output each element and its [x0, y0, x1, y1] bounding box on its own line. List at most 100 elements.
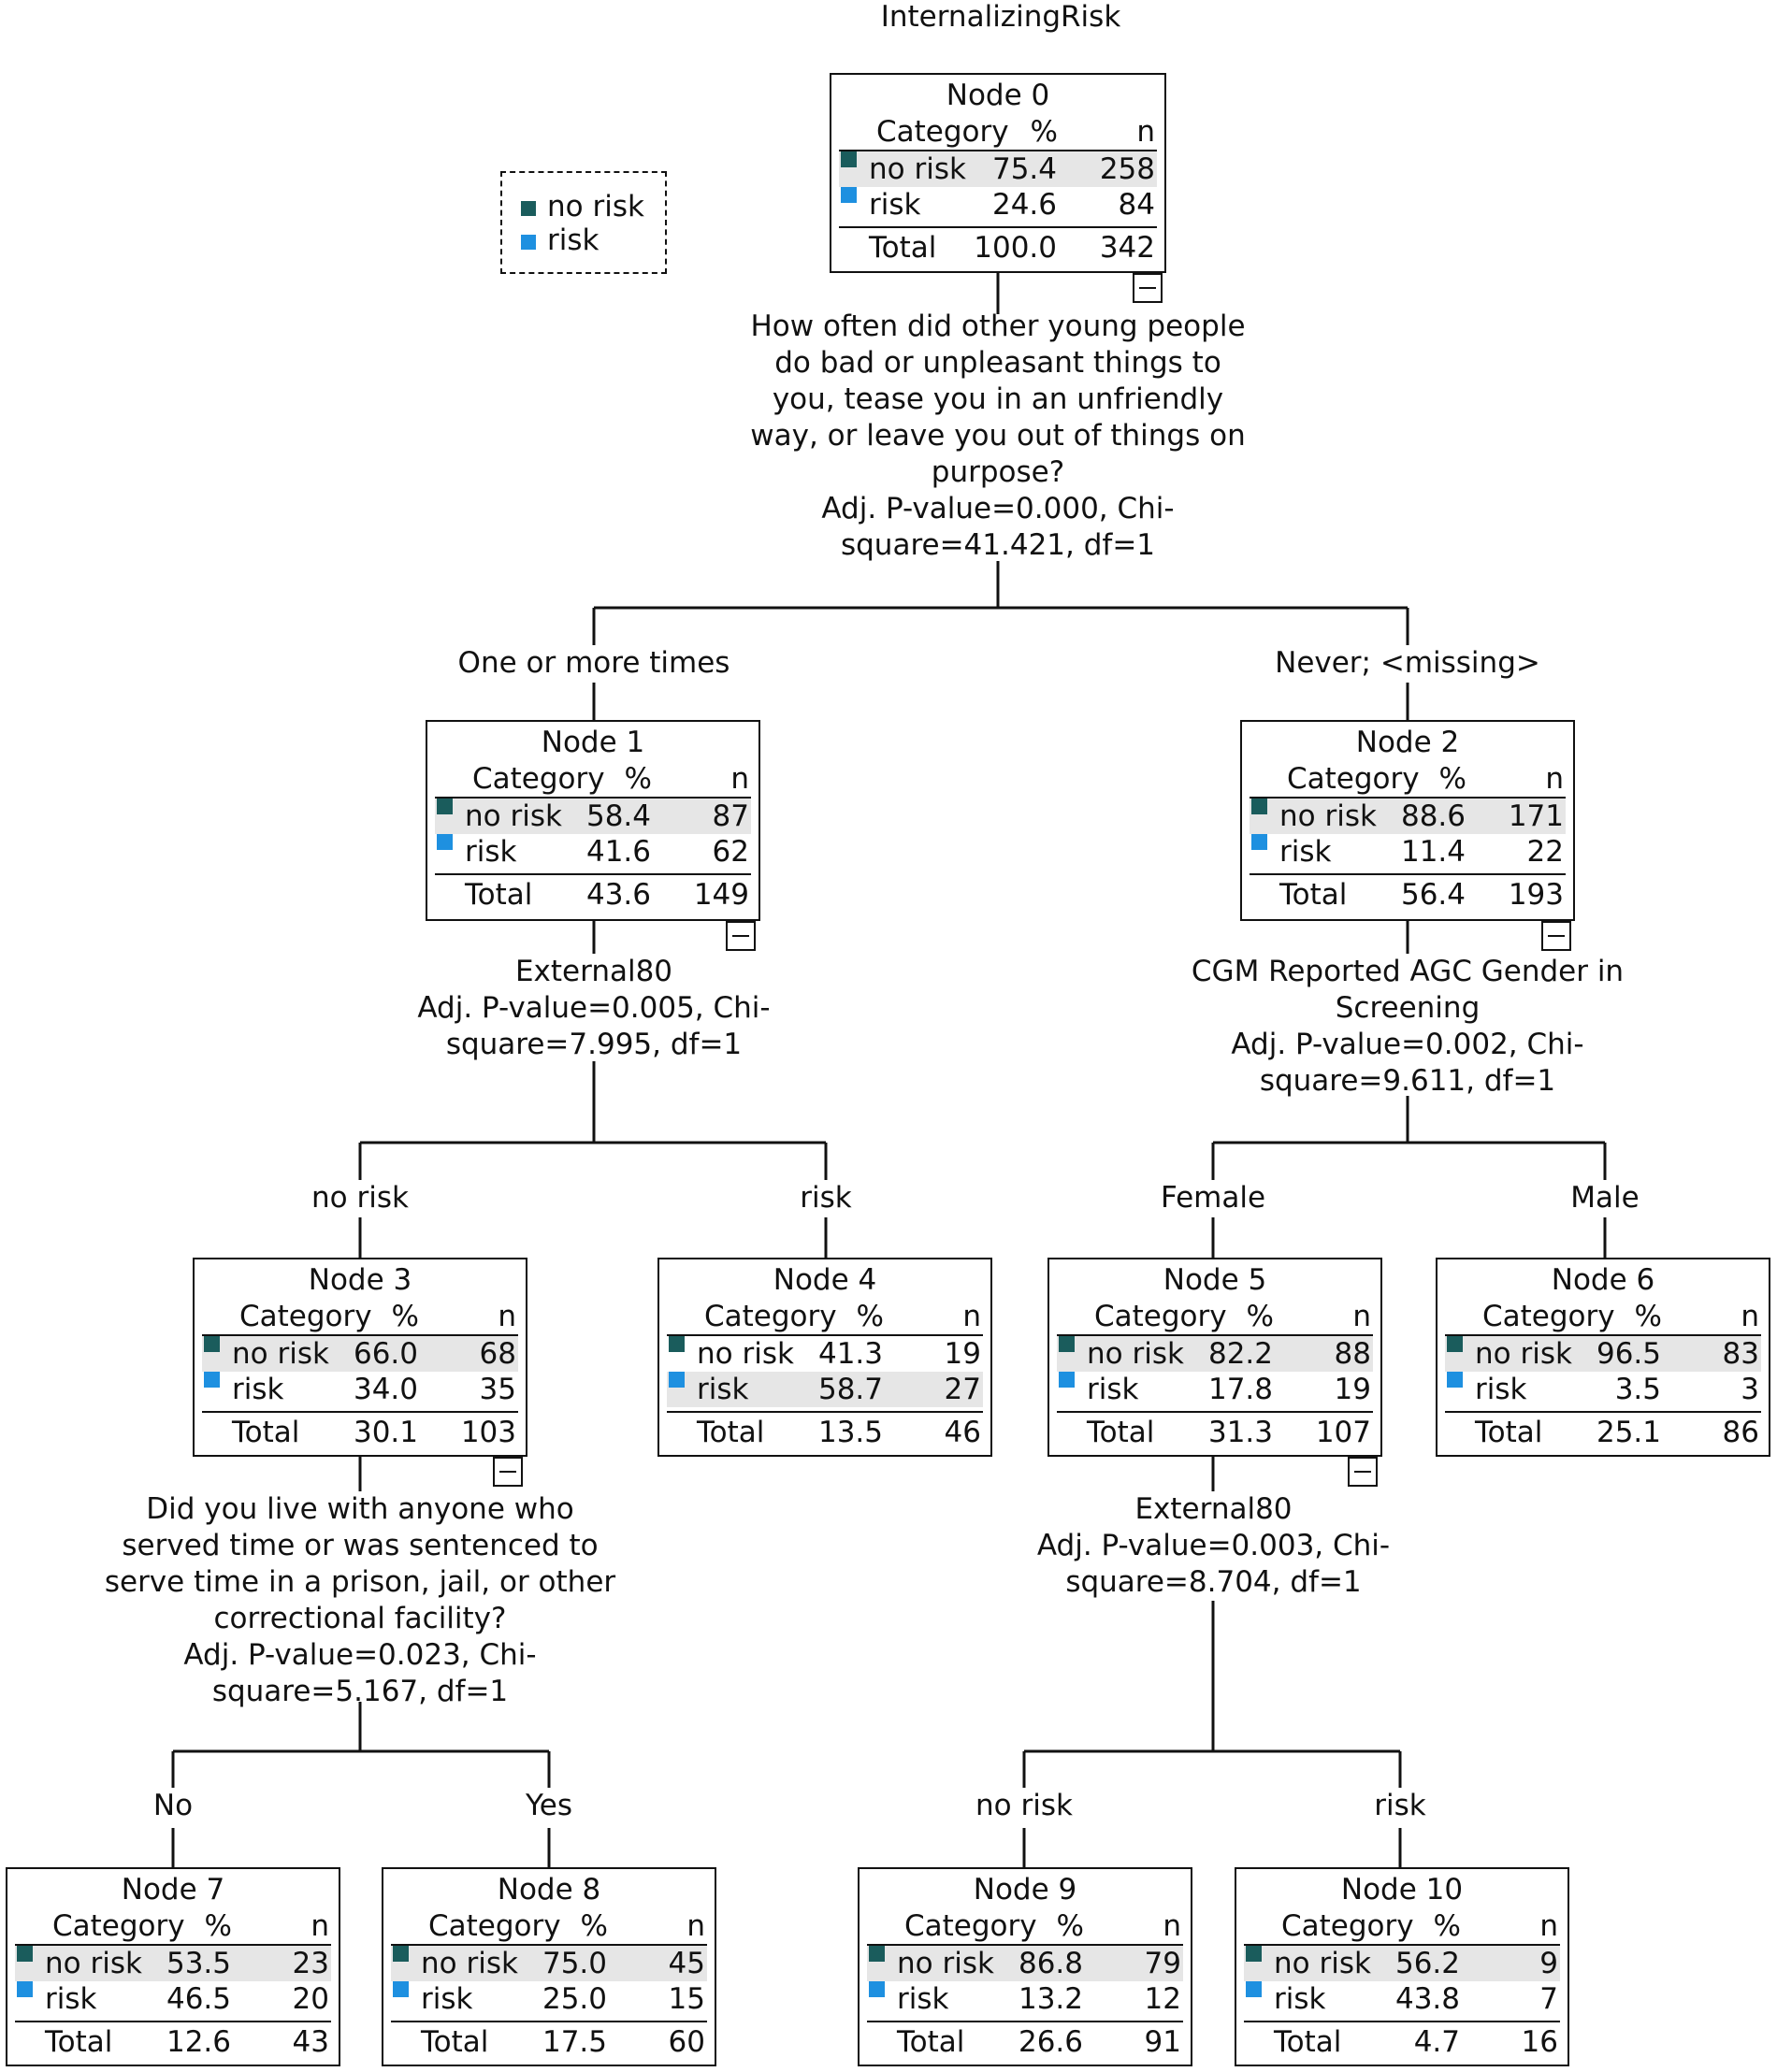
header-n: n [1136, 115, 1155, 149]
total-percent: 31.3 [1207, 1416, 1273, 1449]
collapse-node-5-icon[interactable] [1348, 1457, 1378, 1487]
node-title: Node 6 [1551, 1263, 1655, 1297]
risk-swatch-icon [17, 1981, 33, 1997]
row-n: 19 [944, 1337, 981, 1371]
row-category: risk [1274, 1982, 1326, 2016]
row-category: no risk [1475, 1337, 1572, 1371]
table-row-risk: risk 24.6 84 [839, 187, 1157, 223]
row-n: 83 [1722, 1337, 1759, 1371]
branch-label-risk: risk [760, 1180, 891, 1216]
row-percent: 24.6 [991, 188, 1057, 222]
row-percent: 88.6 [1400, 799, 1466, 833]
row-percent: 75.4 [991, 152, 1057, 186]
total-n: 86 [1722, 1416, 1759, 1449]
total-percent: 26.6 [1018, 2025, 1083, 2059]
risk-swatch-icon [204, 1372, 220, 1388]
header-percent: % [391, 1300, 419, 1333]
row-percent: 56.2 [1394, 1947, 1460, 1980]
header-percent: % [1246, 1300, 1274, 1333]
header-category: Category [1287, 762, 1420, 796]
header-category: Category [428, 1909, 561, 1943]
table-header: Category%n [202, 1299, 518, 1336]
total-label: Total [869, 231, 937, 265]
node-title: Node 5 [1163, 1263, 1267, 1297]
table-header: Category%n [667, 1299, 983, 1336]
collapse-node-1-icon[interactable] [726, 921, 756, 951]
table-header: Category%n [1445, 1299, 1761, 1336]
total-label: Total [1475, 1416, 1543, 1449]
collapse-node-3-icon[interactable] [493, 1457, 523, 1487]
row-category: risk [1475, 1373, 1527, 1406]
header-n: n [1741, 1300, 1759, 1333]
row-category: risk [869, 188, 921, 222]
total-n: 342 [1099, 231, 1155, 265]
total-percent: 12.6 [166, 2025, 231, 2059]
collapse-node-2-icon[interactable] [1541, 921, 1571, 951]
collapse-node-0-icon[interactable] [1133, 273, 1163, 303]
header-percent: % [204, 1909, 232, 1943]
header-n: n [730, 762, 749, 796]
row-category: risk [45, 1982, 97, 2016]
total-label: Total [465, 878, 533, 912]
total-n: 46 [944, 1416, 981, 1449]
row-category: no risk [897, 1947, 994, 1980]
total-percent: 13.5 [817, 1416, 883, 1449]
row-percent: 82.2 [1207, 1337, 1273, 1371]
legend: no risk risk [500, 171, 667, 274]
row-n: 88 [1334, 1337, 1371, 1371]
row-n: 9 [1539, 1947, 1558, 1980]
node-title: Node 1 [541, 726, 645, 759]
row-n: 68 [479, 1337, 516, 1371]
row-percent: 25.0 [542, 1982, 607, 2016]
table-header: Category%n [1250, 761, 1566, 799]
total-label: Total [45, 2025, 113, 2059]
row-percent: 34.0 [353, 1373, 418, 1406]
row-category: no risk [1087, 1337, 1184, 1371]
row-category: risk [897, 1982, 949, 2016]
row-percent: 43.8 [1394, 1982, 1460, 2016]
row-n: 87 [712, 799, 749, 833]
node-title: Node 0 [946, 79, 1050, 112]
legend-item-risk: risk [521, 223, 599, 257]
risk-swatch-icon [1251, 834, 1267, 850]
header-category: Category [52, 1909, 185, 1943]
row-n: 3 [1741, 1373, 1759, 1406]
table-header: Category%n [1244, 1908, 1560, 1946]
total-label: Total [421, 2025, 489, 2059]
table-header: Category%n [867, 1908, 1183, 1946]
row-n: 84 [1118, 188, 1155, 222]
row-category: risk [232, 1373, 284, 1406]
header-n: n [1539, 1909, 1558, 1943]
total-percent: 17.5 [542, 2025, 607, 2059]
table-header: Category%n [15, 1908, 331, 1946]
risk-swatch-icon [669, 1372, 685, 1388]
row-n: 171 [1508, 799, 1564, 833]
node-title: Node 7 [121, 1873, 225, 1907]
row-percent: 66.0 [353, 1337, 418, 1371]
no-risk-swatch-icon [869, 1946, 885, 1962]
header-n: n [686, 1909, 705, 1943]
header-category: Category [1281, 1909, 1414, 1943]
row-n: 7 [1539, 1982, 1558, 2016]
total-label: Total [1279, 878, 1348, 912]
